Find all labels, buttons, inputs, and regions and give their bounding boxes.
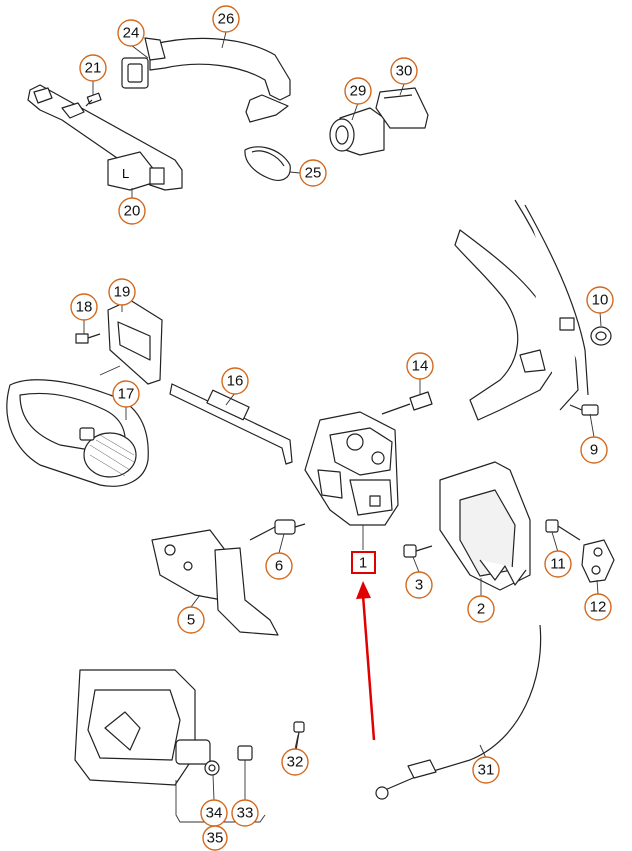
callout-30-label: 30 (396, 63, 413, 80)
callout-34[interactable]: 34 (200, 799, 228, 827)
callout-35-label: 35 (207, 830, 224, 847)
callout-17-label: 17 (118, 386, 135, 403)
bolt-part (75, 333, 101, 344)
handle-marking-label: L (122, 166, 129, 181)
callout-14-label: 14 (412, 358, 429, 375)
callout-31[interactable]: 31 (472, 756, 500, 784)
callout-1-label: 1 (359, 555, 367, 572)
callout-6[interactable]: 6 (265, 552, 293, 580)
callout-21-label: 21 (85, 60, 102, 77)
callout-20[interactable]: 20 (118, 197, 146, 225)
lock-screw-part (403, 544, 433, 558)
actuator-bush-part (237, 745, 253, 761)
release-cable-part (375, 624, 542, 800)
callout-12-label: 12 (590, 599, 607, 616)
callout-26-label: 26 (218, 11, 235, 28)
callout-12[interactable]: 12 (584, 593, 612, 621)
handle-cap-part (244, 146, 291, 181)
leader-lines (83, 31, 602, 823)
lock-cover-part (439, 461, 531, 591)
callout-2-label: 2 (477, 601, 485, 618)
handle-grip-part (144, 37, 291, 123)
callout-33-label: 33 (237, 805, 254, 822)
callout-18[interactable]: 18 (70, 293, 98, 321)
frame-screw-part (569, 404, 599, 416)
callout-11-label: 11 (550, 556, 566, 573)
callout-3[interactable]: 3 (405, 571, 433, 599)
callout-25[interactable]: 25 (299, 159, 327, 187)
actuator-screw-part (293, 721, 305, 751)
callout-35[interactable]: 35 (202, 825, 228, 851)
handle-gasket-part (121, 57, 149, 89)
cylinder-cover-part (375, 87, 429, 129)
door-lock-unit-part (304, 411, 399, 526)
callout-29-label: 29 (350, 83, 367, 100)
callout-1-highlighted[interactable]: 1 (351, 551, 376, 574)
callout-32[interactable]: 32 (281, 748, 309, 776)
callout-2[interactable]: 2 (467, 595, 495, 623)
callout-16[interactable]: 16 (221, 367, 249, 395)
callout-26[interactable]: 26 (212, 5, 240, 33)
callout-19-label: 19 (114, 284, 131, 301)
striker-bolt-part (545, 519, 581, 541)
highlight-arrow (356, 581, 376, 741)
callout-5[interactable]: 5 (177, 606, 205, 634)
mounting-bracket-part (151, 529, 279, 636)
inner-handle-bracket-part (107, 299, 163, 385)
callout-17[interactable]: 17 (112, 380, 140, 408)
callout-9-label: 9 (590, 442, 598, 459)
callout-31-label: 31 (478, 762, 495, 779)
inner-handle-housing-part (6, 379, 149, 487)
operating-rod-part (169, 383, 293, 465)
callout-29[interactable]: 29 (344, 77, 372, 105)
callout-34-label: 34 (206, 805, 223, 822)
outer-door-handle-part: L (27, 84, 183, 191)
callout-5-label: 5 (187, 612, 195, 629)
callout-33[interactable]: 33 (231, 799, 259, 827)
callout-19[interactable]: 19 (108, 278, 136, 306)
callout-6-label: 6 (275, 558, 283, 575)
callout-21[interactable]: 21 (79, 54, 107, 82)
callout-3-label: 3 (415, 577, 423, 594)
connector-part (381, 391, 433, 415)
callout-10[interactable]: 10 (586, 286, 614, 314)
bowden-pin-part (249, 519, 306, 541)
callout-24-label: 24 (123, 25, 140, 42)
callout-20-label: 20 (124, 203, 141, 220)
callout-14[interactable]: 14 (406, 352, 434, 380)
callout-16-label: 16 (227, 373, 244, 390)
striker-plate-part (581, 539, 615, 583)
callout-9[interactable]: 9 (580, 436, 608, 464)
callout-32-label: 32 (287, 754, 304, 771)
lock-cylinder-part (329, 107, 385, 156)
handle-screw-part (85, 92, 102, 107)
door-frame-outline (454, 199, 589, 421)
actuator-nut-part (204, 760, 220, 776)
callout-30[interactable]: 30 (390, 57, 418, 85)
callout-18-label: 18 (76, 299, 93, 316)
callout-11[interactable]: 11 (544, 550, 572, 578)
callout-24[interactable]: 24 (117, 19, 145, 47)
callout-10-label: 10 (592, 292, 609, 309)
lock-actuator-assembly-part (74, 669, 211, 786)
callout-25-label: 25 (305, 165, 322, 182)
grommet-part (590, 326, 612, 346)
